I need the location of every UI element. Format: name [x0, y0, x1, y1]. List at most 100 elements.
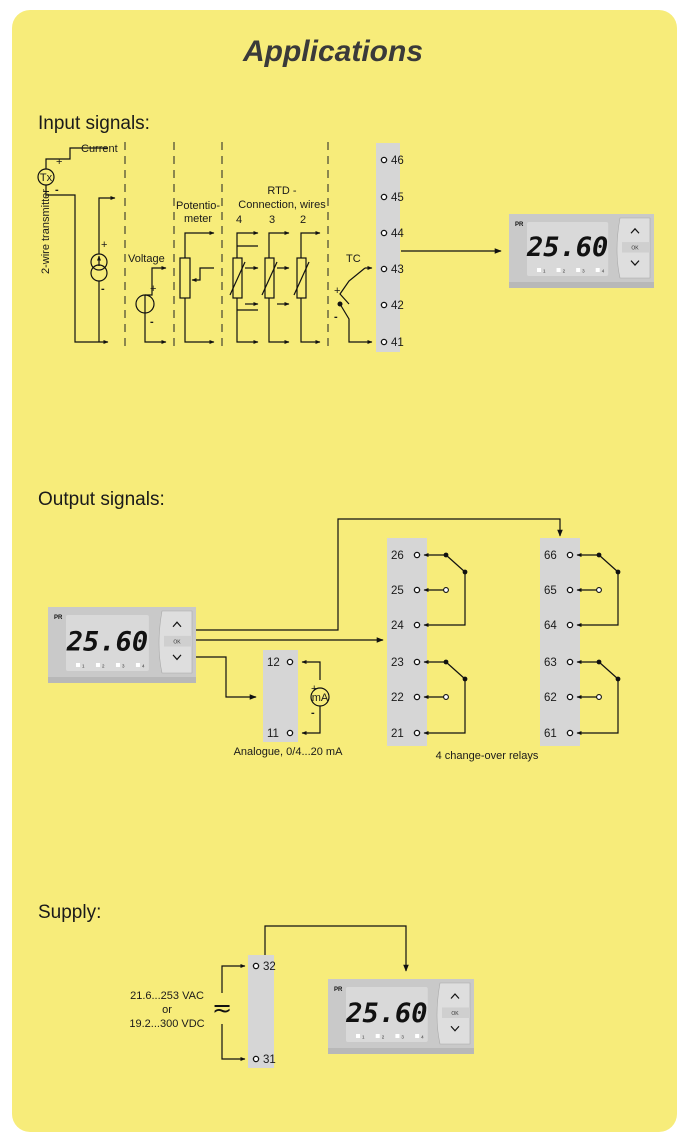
ok-button-label: OK [173, 639, 181, 645]
led-label: 4 [142, 664, 145, 669]
ok-button[interactable] [442, 1007, 470, 1019]
led-label: 3 [582, 269, 585, 274]
terminal-dot-icon [566, 586, 574, 594]
relay-terminal-61: 61 [544, 728, 557, 740]
current-plus-sign: + [101, 239, 107, 251]
up-arrow-button[interactable] [630, 227, 640, 234]
terminal-dot-icon [566, 658, 574, 666]
pot-wire-top [184, 231, 215, 258]
relay-terminal-26: 26 [391, 550, 404, 562]
relay-wire [576, 679, 619, 735]
relay-open-contact-icon [443, 587, 449, 593]
relay-block-a [387, 538, 427, 746]
relay-wire [576, 572, 619, 627]
current-source-icon [90, 264, 108, 282]
ok-button[interactable] [622, 242, 650, 253]
input-signals-diagram: 2-wire transmitter Tx + - Current + - Vo… [37, 142, 502, 352]
led-2-icon [556, 268, 561, 272]
rtd-wires-3: 3 [269, 214, 275, 226]
page-title: Applications [242, 35, 423, 68]
voltage-label: Voltage [128, 253, 165, 265]
input-terminal-42: 42 [391, 300, 404, 312]
up-arrow-button[interactable] [172, 621, 182, 628]
rtd2-wire [300, 298, 321, 344]
led-1-icon [356, 1034, 360, 1038]
terminal-dot-icon [380, 193, 388, 201]
led-label: 3 [401, 1035, 404, 1040]
voltage-plus-sign: + [150, 283, 156, 295]
terminal-dot-icon [566, 729, 574, 737]
led-3-icon [115, 663, 120, 667]
rtd3-wire [268, 298, 290, 344]
led-4-icon [415, 1034, 420, 1038]
rtd4-wire [236, 231, 259, 258]
rtd4-wire [236, 298, 259, 344]
analog-terminal-block [263, 650, 298, 742]
relay-terminal-62: 62 [544, 692, 557, 704]
pot-wiper [191, 267, 214, 282]
tc-junction-icon [337, 301, 343, 307]
device-bezel [48, 677, 196, 683]
input-terminal-46: 46 [391, 155, 404, 167]
terminal-dot-icon [380, 229, 388, 237]
relay-open-contact-icon [596, 694, 602, 700]
relay-terminal-24: 24 [391, 620, 404, 632]
device-to-analog-arrow [196, 656, 257, 700]
down-arrow-button[interactable] [630, 260, 640, 266]
down-arrow-button[interactable] [172, 654, 182, 661]
voltage-minus-sign: - [150, 316, 154, 328]
led-label: 2 [102, 664, 105, 669]
relay-wire [423, 572, 466, 627]
supply-line-2: or [162, 1004, 172, 1016]
transmitter-wire-minus [45, 185, 109, 344]
input-terminal-41: 41 [391, 337, 404, 349]
output-signals-heading: Output signals: [38, 489, 165, 510]
tc-label: TC [346, 253, 361, 265]
analog-caption: Analogue, 0/4...20 mA [234, 746, 344, 758]
rtd-4wire-slash [229, 261, 246, 296]
rtd-wires-4: 4 [236, 214, 242, 226]
tc-plus-sign: + [334, 285, 340, 297]
device-logo: PR [54, 615, 63, 621]
rtd-2wire-slash [293, 261, 310, 296]
relay-terminal-64: 64 [544, 620, 557, 632]
tx-symbol-label: Tx [40, 172, 53, 184]
device-bezel [328, 1048, 474, 1054]
led-label: 1 [543, 269, 546, 274]
relay-contact-icon [598, 661, 619, 680]
transmitter-wire-plus [45, 147, 108, 169]
terminal-dot-icon [380, 338, 388, 346]
terminal-dot-icon [413, 658, 421, 666]
led-3-icon [576, 268, 581, 272]
milliamp-meter-label: mA [312, 692, 329, 704]
led-label: 2 [563, 269, 566, 274]
ok-button-label: OK [451, 1011, 459, 1017]
device-display-face [66, 615, 149, 671]
led-label: 2 [382, 1035, 385, 1040]
ok-button-label: OK [631, 246, 639, 252]
down-arrow-button[interactable] [450, 1025, 460, 1032]
led-2-icon [375, 1034, 380, 1038]
terminal-dot-icon [252, 962, 260, 970]
device-to-relay-b-line [196, 518, 563, 631]
ac-dc-symbol-icon: ≂ [212, 994, 232, 1022]
ok-button[interactable] [164, 635, 192, 647]
potentiometer-label: meter [184, 213, 212, 225]
input-terminal-block [376, 143, 400, 352]
terminal-dot-icon [566, 693, 574, 701]
supply-line-3: 19.2...300 VDC [129, 1018, 204, 1030]
relay-block-b [540, 538, 580, 746]
device-bezel [509, 282, 654, 288]
current-minus-sign: - [101, 283, 105, 295]
tc-wire-plus [339, 267, 366, 305]
relay-terminal-22: 22 [391, 692, 404, 704]
voltage-wire-bottom [144, 313, 167, 344]
analog-terminal-12: 12 [267, 657, 280, 669]
tc-wire-minus [339, 303, 373, 344]
up-arrow-button[interactable] [450, 993, 460, 999]
terminal-dot-icon [413, 586, 421, 594]
rtd3-wire [268, 231, 290, 258]
